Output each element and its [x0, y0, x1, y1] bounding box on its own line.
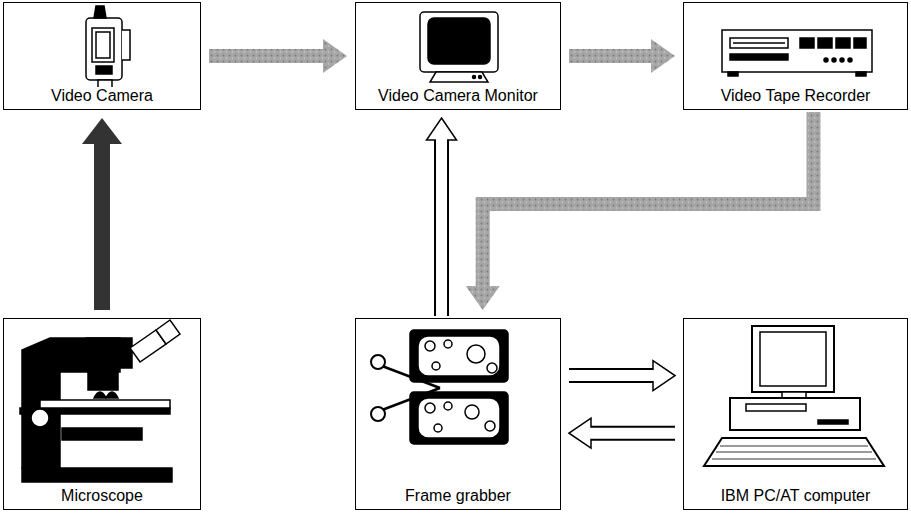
device-label: Video Camera	[47, 87, 157, 109]
arrow-head	[466, 286, 500, 310]
signal-arrow	[569, 418, 675, 448]
arrow-outline	[569, 368, 655, 383]
monitor-icon	[420, 12, 498, 82]
camcorder-icon	[86, 6, 130, 88]
frame-grabber-icon	[371, 330, 508, 444]
device-box: IBM PC/AT computer	[683, 318, 908, 510]
signal-arrow	[209, 39, 347, 73]
arrow-shaft	[569, 49, 653, 63]
arrow-outline	[589, 426, 675, 441]
arrow-head	[569, 418, 591, 448]
device-box: Frame grabber	[355, 318, 561, 510]
device-label: Frame grabber	[401, 487, 515, 509]
device-box: Video Tape Recorder	[683, 2, 908, 110]
signal-arrow	[466, 112, 814, 310]
arrow-shaft	[209, 49, 325, 63]
device-box: Microscope	[3, 318, 201, 510]
device-box: Video Camera Monitor	[355, 2, 561, 110]
arrow-head	[82, 118, 122, 144]
device-label: Microscope	[57, 487, 147, 509]
arrow-shaft	[483, 112, 814, 288]
device-label: Video Camera Monitor	[374, 87, 542, 109]
device-label: IBM PC/AT computer	[717, 487, 875, 509]
arrow-head	[323, 39, 347, 73]
arrow-shaft	[436, 138, 447, 316]
signal-arrow	[569, 39, 675, 73]
device-label: Video Tape Recorder	[717, 87, 875, 109]
arrow-shaft	[569, 370, 655, 381]
arrow-head	[653, 361, 675, 391]
device-box: Video Camera	[3, 2, 201, 110]
signal-arrow	[427, 118, 457, 316]
signal-arrow	[82, 118, 122, 310]
vcr-icon	[722, 30, 872, 76]
arrow-shaft	[589, 428, 675, 439]
arrow-head	[651, 39, 675, 73]
microscope-icon	[20, 320, 180, 482]
arrow-head	[427, 118, 457, 140]
arrow-shaft	[94, 142, 110, 310]
arrow-outline	[434, 138, 449, 316]
pc-icon	[704, 326, 884, 466]
signal-arrow	[569, 361, 675, 391]
